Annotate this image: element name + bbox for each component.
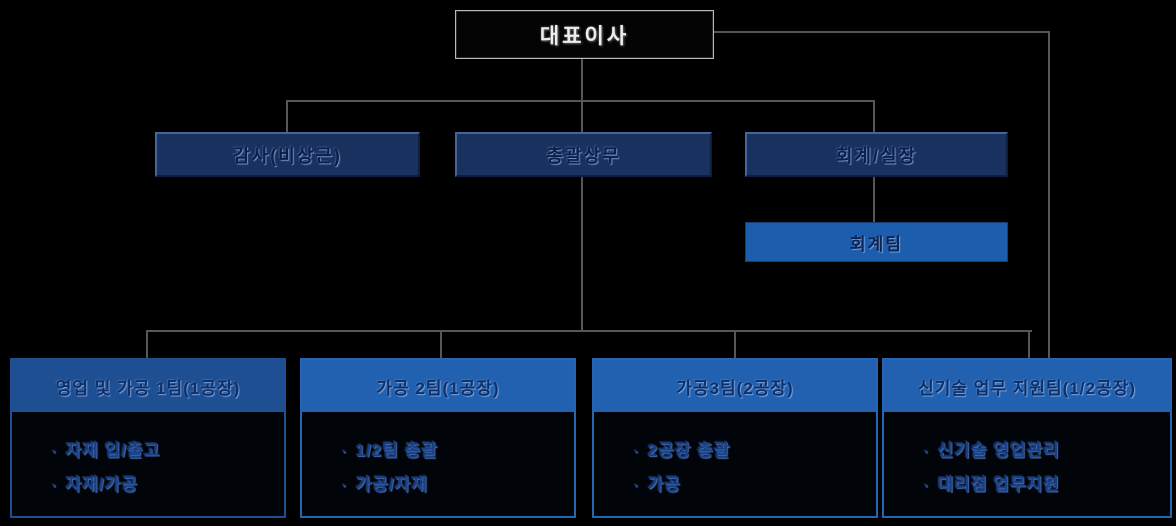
connector-right-vertical bbox=[1048, 31, 1050, 358]
dept-sales-processing-team1-box: 영업 및 가공 1팀(1공장) · 자재 입/출고 · 자재/가공 bbox=[10, 358, 286, 518]
dept4-item-label: 신기술 영업관리 bbox=[937, 441, 1060, 460]
connector-drop-dept3 bbox=[734, 330, 736, 358]
managing-director-box: 총괄상무 bbox=[455, 132, 712, 177]
connector-depts-horizontal bbox=[146, 330, 1032, 332]
dept4-item: · 신기술 영업관리 bbox=[924, 434, 1170, 468]
connector-ceo-to-row2 bbox=[581, 57, 583, 132]
dept2-header: 가공 2팀(1공장) bbox=[302, 360, 574, 412]
accounting-team-box: 회계팀 bbox=[745, 222, 1008, 262]
dept4-body: · 신기술 영업관리 · 대리점 업무지원 bbox=[884, 412, 1170, 502]
bullet-icon: · bbox=[52, 477, 58, 493]
bullet-icon: · bbox=[634, 443, 640, 459]
connector-row2-horizontal bbox=[286, 100, 875, 102]
accounting-team-label: 회계팀 bbox=[850, 234, 903, 254]
dept-processing-team3-box: 가공3팀(2공장) · 2공장 총괄 · 가공 bbox=[592, 358, 878, 518]
audit-label: 감사(비상근) bbox=[233, 145, 342, 166]
bullet-icon: · bbox=[52, 443, 58, 459]
dept4-item: · 대리점 업무지원 bbox=[924, 468, 1170, 502]
dept1-item: · 자재/가공 bbox=[52, 468, 284, 502]
bullet-icon: · bbox=[634, 477, 640, 493]
dept2-item-label: 1/2팀 총괄 bbox=[355, 441, 438, 460]
ceo-label: 대표이사 bbox=[539, 24, 630, 48]
bullet-icon: · bbox=[924, 477, 930, 493]
dept2-item: · 가공/자재 bbox=[342, 468, 574, 502]
dept2-item-label: 가공/자재 bbox=[355, 475, 428, 494]
accounting-head-box: 회계/실장 bbox=[745, 132, 1008, 177]
connector-drop-audit bbox=[286, 100, 288, 132]
dept3-title: 가공3팀(2공장) bbox=[676, 378, 794, 398]
connector-director-to-depts bbox=[581, 177, 583, 332]
dept3-item-label: 가공 bbox=[647, 475, 681, 494]
dept2-title: 가공 2팀(1공장) bbox=[376, 378, 500, 398]
dept4-header: 신기술 업무 지원팀(1/2공장) bbox=[884, 360, 1170, 412]
connector-ceo-right-horizontal bbox=[712, 31, 1050, 33]
ceo-box: 대표이사 bbox=[455, 10, 714, 59]
dept-newtech-support-team-box: 신기술 업무 지원팀(1/2공장) · 신기술 영업관리 · 대리점 업무지원 bbox=[882, 358, 1172, 518]
dept3-item: · 가공 bbox=[634, 468, 876, 502]
dept1-item-label: 자재 입/출고 bbox=[65, 441, 161, 460]
dept3-item: · 2공장 총괄 bbox=[634, 434, 876, 468]
dept4-title: 신기술 업무 지원팀(1/2공장) bbox=[918, 378, 1136, 398]
connector-drop-dept2 bbox=[440, 330, 442, 358]
connector-drop-accounting-head bbox=[873, 100, 875, 132]
dept1-body: · 자재 입/출고 · 자재/가공 bbox=[12, 412, 284, 502]
dept1-item-label: 자재/가공 bbox=[65, 475, 138, 494]
dept1-header: 영업 및 가공 1팀(1공장) bbox=[12, 360, 284, 412]
dept1-item: · 자재 입/출고 bbox=[52, 434, 284, 468]
dept-processing-team2-box: 가공 2팀(1공장) · 1/2팀 총괄 · 가공/자재 bbox=[300, 358, 576, 518]
dept4-item-label: 대리점 업무지원 bbox=[937, 475, 1060, 494]
dept3-header: 가공3팀(2공장) bbox=[594, 360, 876, 412]
dept1-title: 영업 및 가공 1팀(1공장) bbox=[55, 378, 241, 398]
managing-director-label: 총괄상무 bbox=[546, 145, 621, 166]
dept3-item-label: 2공장 총괄 bbox=[647, 441, 731, 460]
connector-drop-dept4 bbox=[1028, 330, 1030, 358]
bullet-icon: · bbox=[924, 443, 930, 459]
connector-accounting-head-to-team bbox=[873, 177, 875, 222]
dept3-body: · 2공장 총괄 · 가공 bbox=[594, 412, 876, 502]
bullet-icon: · bbox=[342, 477, 348, 493]
connector-drop-dept1 bbox=[146, 330, 148, 358]
dept2-body: · 1/2팀 총괄 · 가공/자재 bbox=[302, 412, 574, 502]
bullet-icon: · bbox=[342, 443, 348, 459]
accounting-head-label: 회계/실장 bbox=[835, 145, 918, 166]
audit-box: 감사(비상근) bbox=[155, 132, 420, 177]
dept2-item: · 1/2팀 총괄 bbox=[342, 434, 574, 468]
